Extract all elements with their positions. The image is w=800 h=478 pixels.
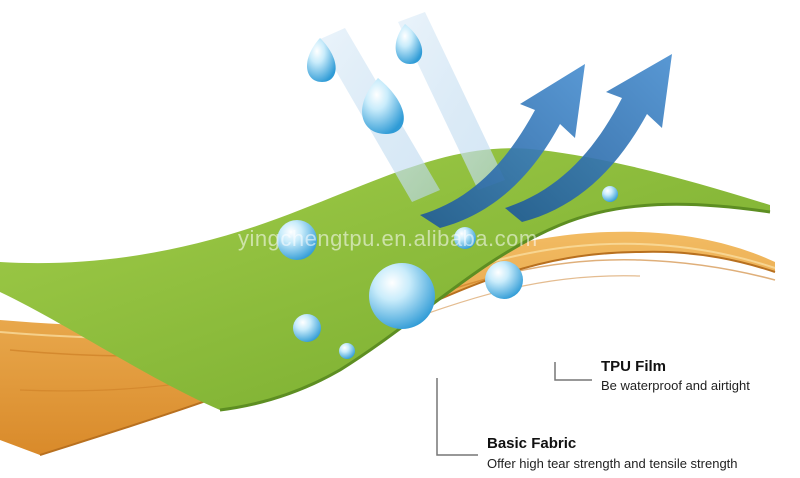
water-droplet-icon <box>602 186 618 202</box>
water-droplet-icon <box>369 263 435 329</box>
watermark: yingchengtpu.en.alibaba.com <box>238 226 538 251</box>
basic-fabric-description: Offer high tear strength and tensile str… <box>487 456 738 471</box>
water-droplet-icon <box>362 78 404 134</box>
surface-droplets <box>277 186 618 359</box>
water-droplet-icon <box>339 343 355 359</box>
water-droplet-icon <box>307 38 336 82</box>
arrow-icon <box>398 12 505 190</box>
water-droplet-icon <box>485 261 523 299</box>
outgoing-vapor-arrows <box>420 54 672 228</box>
basic-fabric-title: Basic Fabric <box>487 435 577 452</box>
water-droplet-icon <box>395 24 423 64</box>
arrow-icon <box>505 54 672 222</box>
basic-fabric-leader <box>436 378 478 456</box>
leader-lines <box>436 362 592 456</box>
tpu-film-title: TPU Film <box>601 358 667 375</box>
tpu-film-leader <box>554 362 592 381</box>
water-droplet-icon <box>293 314 321 342</box>
water-droplet-icon <box>277 220 317 260</box>
arrow-icon <box>420 64 585 228</box>
water-droplet-icon <box>454 227 476 249</box>
falling-droplets <box>307 24 423 134</box>
tpu-film-description: Be waterproof and airtight <box>601 378 750 393</box>
